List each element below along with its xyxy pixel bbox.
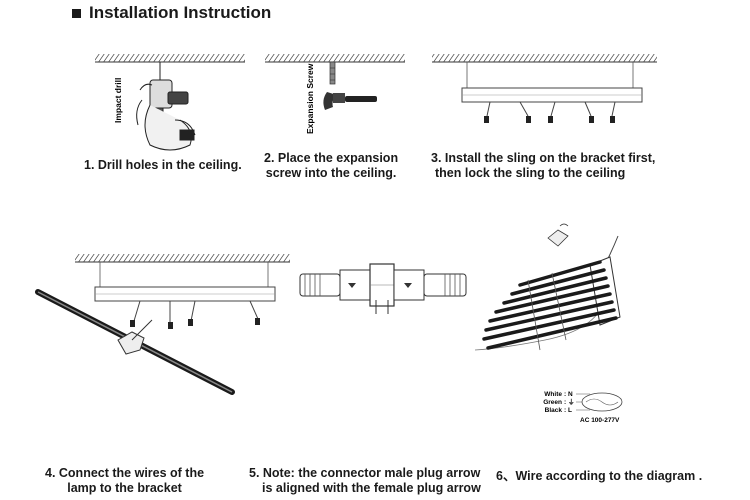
female-connector-icon (393, 269, 467, 301)
led-bars (482, 260, 618, 350)
wire-color-green: Green (543, 399, 562, 406)
step2-caption: 2. Place the expansion screw into the ce… (264, 151, 399, 180)
step3-illustration (432, 54, 657, 123)
expansion-screw-icon (329, 61, 336, 85)
expansion-screw-label: Expansion Screw (305, 63, 315, 134)
wire-term-white: : N (564, 391, 573, 398)
step4-illustration (35, 254, 290, 395)
connector-plugs (484, 116, 615, 123)
step1-illustration: Impact drill (95, 54, 245, 151)
title-text: Installation Instruction (89, 3, 272, 22)
driver-plug-icon (547, 229, 569, 247)
ceiling-hatch (432, 54, 657, 62)
step5-illustration (299, 263, 467, 314)
wire-term-black: : L (564, 407, 572, 414)
impact-drill-label: Impact drill (113, 78, 123, 123)
step2-illustration: Expansion Screw (265, 54, 405, 134)
step3-caption: 3. Install the sling on the bracket firs… (431, 151, 656, 180)
square-bullet-icon (72, 8, 81, 18)
step5-caption: 5. Note: the connector male plug arrow i… (249, 466, 481, 495)
male-connector-icon (299, 269, 371, 301)
page-title: Installation Instruction (72, 3, 271, 23)
ceiling-hatch (265, 54, 405, 62)
impact-drill-icon (136, 62, 196, 151)
ceiling-hatch (75, 254, 290, 262)
wire-color-white: White (544, 391, 562, 398)
wire-term-green: : ⏚ (564, 398, 574, 406)
step1-caption: 1. Drill holes in the ceiling. (84, 158, 242, 172)
connector-leads (486, 101, 616, 117)
lamp-clip (117, 331, 145, 355)
wire-color-black: Black (545, 407, 563, 414)
coupler-icon (369, 263, 395, 314)
ac-voltage-label: AC 100-277V (580, 417, 620, 424)
hammer-icon (323, 92, 377, 110)
ceiling-hatch (95, 54, 245, 62)
step4-caption: 4. Connect the wires of the lamp to the … (45, 466, 205, 495)
wiring-legend: White : N Green : ⏚ Black : L AC 100-277… (543, 391, 623, 424)
step6-illustration: White : N Green : ⏚ Black : L AC 100-277… (474, 223, 623, 424)
step6-caption: 6、Wire according to the diagram . (496, 469, 703, 483)
